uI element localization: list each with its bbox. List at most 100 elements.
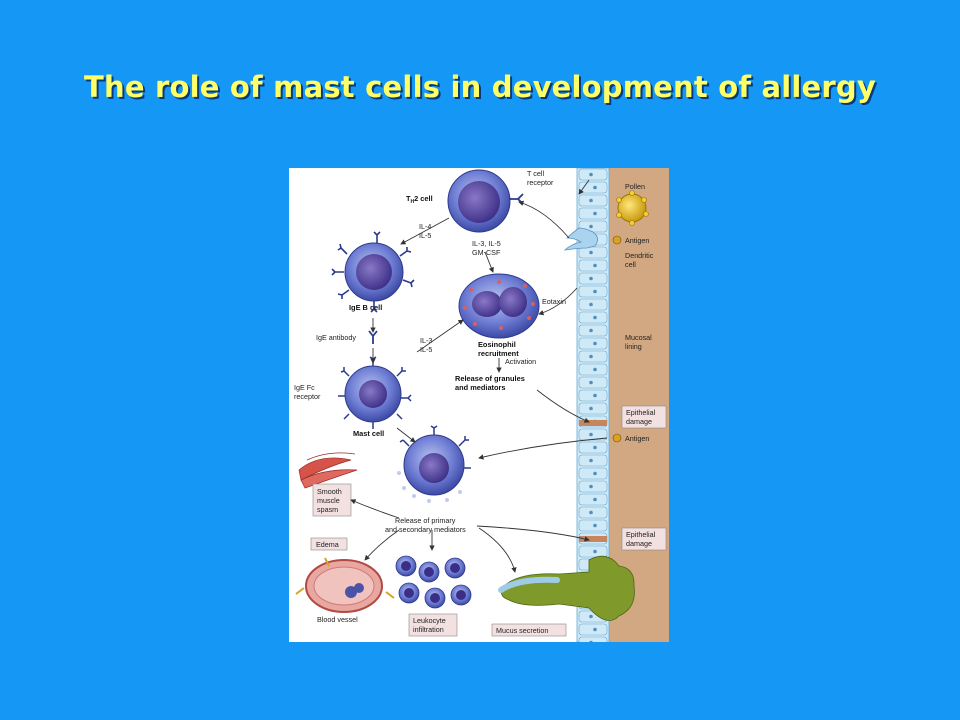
t-cell-receptor-label-1: T cell: [527, 169, 544, 178]
epithelial-cell: [578, 441, 608, 454]
epithelial-nucleus: [593, 549, 597, 554]
pollen-label: Pollen: [625, 182, 645, 191]
smooth-label-3: spasm: [317, 505, 338, 514]
eosinophil-label-1: Eosinophil: [478, 340, 516, 349]
epithelial-cell: [578, 246, 608, 259]
ige-antibody-label: IgE antibody: [316, 333, 356, 342]
epithelial-cell: [578, 623, 608, 636]
epithelial-cell: [578, 519, 608, 532]
epithelial-cell: [578, 207, 608, 220]
slide-title: The role of mast cells in development of…: [84, 70, 876, 104]
pollen: [616, 190, 649, 226]
leukocytes: [395, 555, 472, 609]
epithelial-cell: [578, 194, 608, 207]
smooth-muscle: [298, 452, 358, 489]
mast-cell-label: Mast cell: [353, 429, 384, 438]
epithelial-damage-box-2: [621, 527, 667, 551]
t-cell-receptor-label-2: receptor: [527, 178, 554, 187]
ige-fc-label-1: IgE Fc: [294, 383, 315, 392]
epithelial-cell: [578, 493, 608, 506]
ige-b-cell: [331, 231, 415, 313]
epithelial-nucleus: [593, 211, 597, 216]
gm-csf-label: GM-CSF: [472, 248, 501, 257]
leukocyte-box: [408, 613, 458, 637]
epithelial-cell: [578, 467, 608, 480]
ige-antibody-icon: [368, 330, 378, 344]
epithelial-nucleus: [593, 627, 597, 632]
epithelial-nucleus: [589, 458, 593, 463]
epithelial-nucleus: [589, 328, 593, 333]
th2-label: TH2 cell: [406, 194, 433, 205]
epithelial-cell: [578, 337, 608, 350]
antigen-dot-1: [612, 235, 622, 245]
epithelial-cell: [578, 298, 608, 311]
smooth-label-2: muscle: [317, 496, 340, 505]
mucosal-label-1: Mucosal: [625, 333, 652, 342]
epithelial-nucleus: [589, 224, 593, 229]
release-primary-label-1: Release of primary: [395, 516, 456, 525]
il4-label: IL-4: [419, 222, 431, 231]
il5-label: IL-5: [419, 231, 431, 240]
ige-fc-label-2: receptor: [294, 392, 321, 401]
epithelial-nucleus: [589, 406, 593, 411]
epithelial-nucleus: [589, 276, 593, 281]
smooth-label-1: Smooth: [317, 487, 342, 496]
epithelial-cell: [578, 311, 608, 324]
il3-il5-label: IL-3, IL-5: [472, 239, 501, 248]
submucosa-tissue: [607, 168, 669, 642]
mucosal-label-2: lining: [625, 342, 642, 351]
leukocyte-label-2: infiltration: [413, 625, 444, 634]
release-granules-label-1: Release of granules: [455, 374, 525, 383]
epithelial-nucleus: [593, 445, 597, 450]
allergy-mechanism-figure: T cell receptor TH2 cell IL-4 IL-5 IL-3,…: [289, 168, 669, 642]
epithelial-cell: [578, 402, 608, 415]
epithelial-damage-label-1a: Epithelial: [626, 408, 656, 417]
epithelial-damage-label-2a: Epithelial: [626, 530, 656, 539]
epithelial-nucleus: [589, 484, 593, 489]
arrows: [350, 179, 608, 573]
epithelial-cell: [578, 324, 608, 337]
epithelial-cell: [578, 168, 608, 181]
epithelial-nucleus: [593, 341, 597, 346]
epithelial-cell: [578, 480, 608, 493]
epithelial-nucleus: [593, 471, 597, 476]
epithelial-cell: [578, 376, 608, 389]
dendritic-label-1: Dendritic: [625, 251, 654, 260]
epithelial-nucleus: [589, 432, 593, 437]
epithelial-nucleus: [589, 250, 593, 255]
epithelial-nucleus: [593, 185, 597, 190]
epithelial-cell: [578, 454, 608, 467]
epithelial-nucleus: [593, 393, 597, 398]
release-granules-label-2: and mediators: [455, 383, 506, 392]
epithelial-nucleus: [593, 523, 597, 528]
blood-vessel-label: Blood vessel: [317, 615, 358, 624]
epithelial-cell: [578, 506, 608, 519]
epithelial-cell: [578, 545, 608, 558]
release-primary-label-2: and secondary mediators: [385, 525, 466, 534]
epithelial-nucleus: [593, 315, 597, 320]
mucus-gland: [498, 555, 635, 621]
mucus-box: [491, 623, 567, 637]
epithelial-nucleus: [589, 510, 593, 515]
th2-cell: [447, 169, 524, 233]
il5-b-label: IL-5: [420, 345, 432, 354]
epithelial-cell: [578, 363, 608, 376]
edema-label: Edema: [316, 540, 339, 549]
epithelial-nucleus: [589, 614, 593, 619]
epithelial-nucleus: [589, 380, 593, 385]
allergy-diagram: T cell receptor TH2 cell IL-4 IL-5 IL-3,…: [294, 168, 669, 642]
epithelial-cell: [578, 389, 608, 402]
epithelial-damage-marks: [579, 420, 607, 542]
mast-cell: [338, 356, 412, 429]
dendritic-label-2: cell: [625, 260, 636, 269]
eosinophil-label-2: recruitment: [478, 349, 519, 358]
antigen-dot-2: [612, 433, 622, 443]
antigen-label-2: Antigen: [625, 434, 649, 443]
epithelial-cell: [578, 272, 608, 285]
il3-label: IL-3: [420, 336, 432, 345]
epithelial-nucleus: [589, 302, 593, 307]
dendritic-cell: [563, 227, 598, 251]
epithelial-nucleus: [593, 367, 597, 372]
edema-box: [310, 537, 348, 551]
epithelial-nucleus: [593, 497, 597, 502]
